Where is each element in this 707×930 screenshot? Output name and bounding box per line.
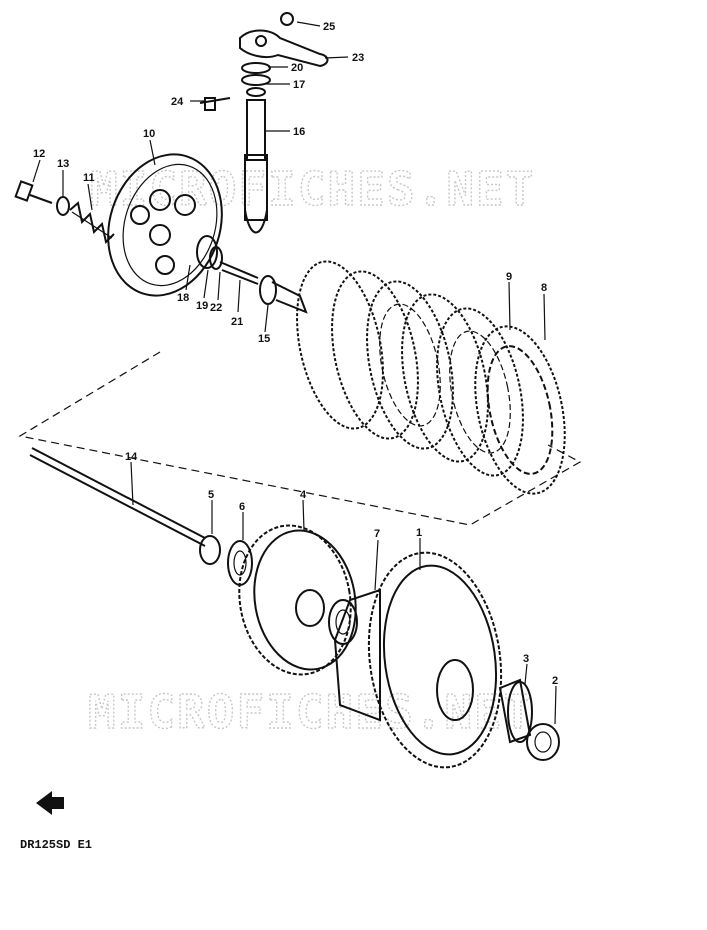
callout-14: 14 [125,451,138,463]
callout-23: 23 [352,52,364,64]
callout-5: 5 [208,489,214,501]
release-arm-assembly [199,12,329,234]
callout-1: 1 [416,527,422,539]
callout-9: 9 [506,271,512,283]
watermark-top: MICROFICHES.NET [90,162,535,216]
callout-4: 4 [300,489,307,501]
callout-24: 24 [171,96,184,108]
callout-2: 2 [552,675,558,687]
spacer-5 [199,535,221,565]
plate-group-outline [18,351,582,526]
callout-21: 21 [231,316,243,328]
callout-19: 19 [196,300,208,312]
clutch-spring [69,201,115,244]
callout-17: 17 [293,79,305,91]
callout-10: 10 [143,128,155,140]
clutch-housing [333,551,503,769]
clutch-plate-stack [296,260,566,495]
callout-16: 16 [293,126,305,138]
clutch-bolt [14,180,53,204]
callout-20: 20 [291,62,303,74]
callout-7: 7 [374,528,380,540]
washer-2 [526,723,560,761]
callout-18: 18 [177,292,189,304]
callout-6: 6 [239,501,245,513]
washer-13 [56,196,70,216]
callout-22: 22 [210,302,222,314]
leader-lines [32,21,557,725]
callout-15: 15 [258,333,270,345]
callout-12: 12 [33,148,45,160]
callout-25: 25 [323,21,335,33]
callout-3: 3 [523,653,529,665]
model-code: DR125SD E1 [20,838,92,852]
watermark-bottom: MICROFICHES.NET [88,685,533,739]
callout-labels: 25 23 20 17 24 16 10 12 13 11 18 19 22 2… [33,21,558,687]
primary-shaft [29,447,206,547]
push-rod [219,261,308,314]
callout-8: 8 [541,282,547,294]
front-arrow-icon [36,791,64,815]
callout-13: 13 [57,158,69,170]
primary-driven-gear [238,524,357,676]
washer-7 [328,599,358,645]
pressure-plate [107,153,223,297]
bushing-3 [498,678,533,744]
callout-11: 11 [83,172,95,184]
